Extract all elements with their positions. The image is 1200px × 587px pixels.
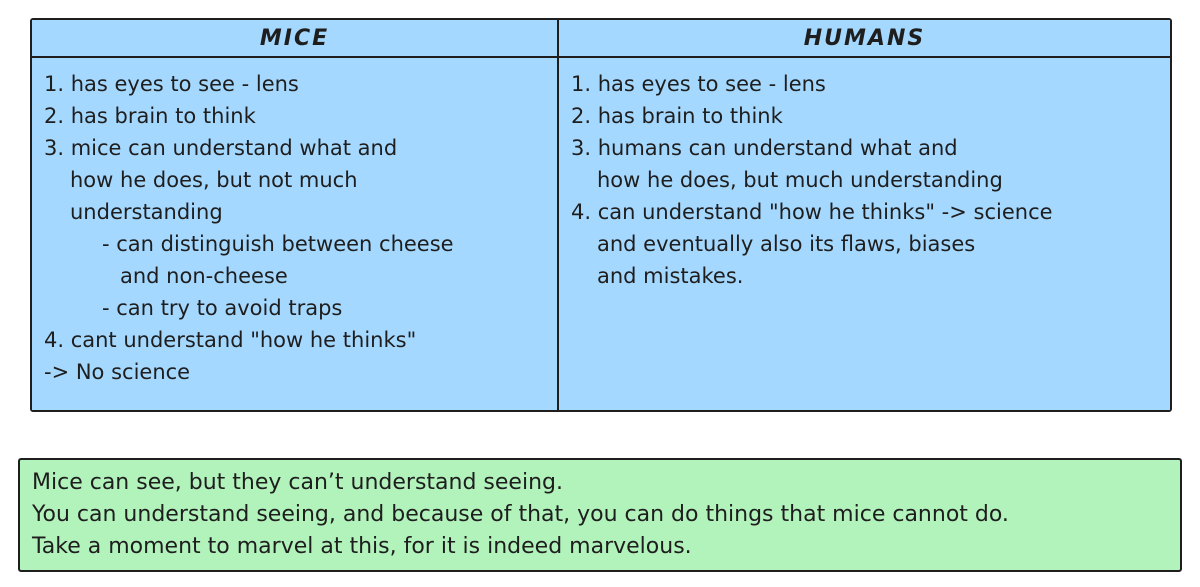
mice-line: and non-cheese [120,264,288,288]
humans-line: how he does, but much understanding [597,168,1003,192]
mice-line: 2. has brain to think [44,104,256,128]
humans-line: 3. humans can understand what and [571,136,958,160]
mice-line: - can distinguish between cheese [102,232,454,256]
mice-column-header: MICE [32,20,559,58]
mice-line: -> No science [44,360,191,384]
humans-line: 4. can understand "how he thinks" -> sci… [571,200,1053,224]
comparison-table: MICE HUMANS 1. has eyes to see - lens 2.… [30,18,1172,412]
humans-column-body: 1. has eyes to see - lens 2. has brain t… [559,58,1170,410]
humans-line: and mistakes. [597,264,744,288]
humans-line: and eventually also its flaws, biases [597,232,976,256]
mice-line: understanding [70,200,223,224]
humans-column-header: HUMANS [559,20,1170,58]
summary-box: Mice can see, but they can’t understand … [18,458,1182,572]
mice-line: - can try to avoid traps [102,296,343,320]
summary-line: Mice can see, but they can’t understand … [32,470,563,495]
mice-line: 1. has eyes to see - lens [44,72,299,96]
mice-line: 3. mice can understand what and [44,136,398,160]
mice-line: how he does, but not much [70,168,358,192]
mice-column-body: 1. has eyes to see - lens 2. has brain t… [32,58,559,410]
summary-line: You can understand seeing, and because o… [32,502,1009,527]
humans-line: 2. has brain to think [571,104,783,128]
mice-line: 4. cant understand "how he thinks" [44,328,417,352]
summary-line: Take a moment to marvel at this, for it … [32,534,692,559]
humans-line: 1. has eyes to see - lens [571,72,826,96]
